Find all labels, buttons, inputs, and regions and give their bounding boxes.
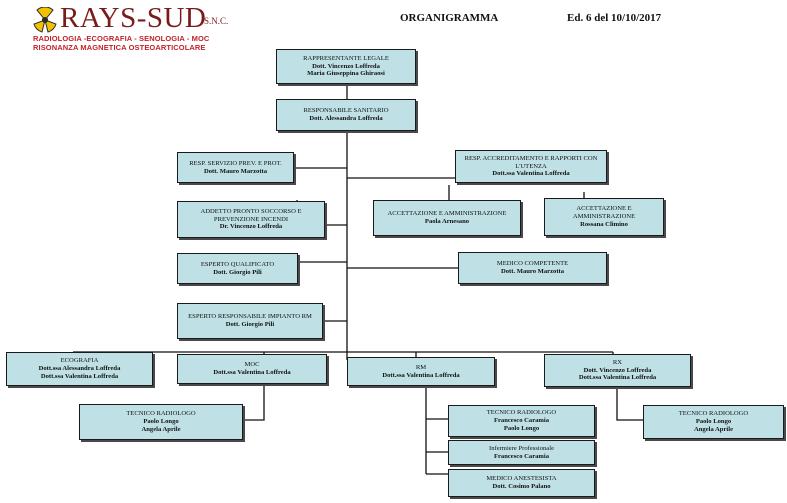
node-title: MEDICO COMPETENTE <box>496 260 569 268</box>
node-esperto-qualificato: ESPERTO QUALIFICATO Dott. Giorgio Pili <box>177 253 298 284</box>
node-person: Dott. Giorgio Pili <box>225 321 275 328</box>
node-title: Infermiere Professionale <box>489 444 554 452</box>
node-title: MEDICO ANESTESISTA <box>486 475 557 483</box>
node-resp-prevenzione: RESP. SERVIZIO PREV. E PROT. Dott. Mauro… <box>177 152 294 183</box>
node-person: Dott.ssa Valentina Loffreda <box>382 371 460 379</box>
node-person: Angela Aprile <box>141 425 181 433</box>
node-addetto-soccorso: ADDETTO PRONTO SOCCORSO E PREVENZIONE IN… <box>177 201 325 238</box>
node-person: Rossana Climino <box>580 220 628 228</box>
radiation-logo-icon <box>32 7 58 33</box>
node-person: Dr. Vincenzo Loffreda <box>219 223 283 231</box>
node-title: ACCETTAZIONE E AMMINISTRAZIONE <box>572 205 636 221</box>
node-title: ESPERTO RESPONSABILE IMPIANTO RM <box>188 313 312 321</box>
node-person: Francesco Caramia <box>493 452 550 460</box>
node-title: RESP. SERVIZIO PREV. E PROT. <box>189 159 282 167</box>
node-accettazione-2: ACCETTAZIONE E AMMINISTRAZIONE Rossana C… <box>544 198 664 236</box>
node-person: Dott.ssa Valentina Loffreda <box>213 369 291 376</box>
node-person: Dott.ssa Valentina Loffreda <box>492 170 570 178</box>
node-title: RX <box>612 358 623 366</box>
node-tecnico-moc: TECNICO RADIOLOGO Paolo Longo Angela Apr… <box>79 404 243 440</box>
tagline-1: RADIOLOGIA -ECOGRAFIA - SENOLOGIA - MOC <box>33 34 210 43</box>
node-person: Angela Aprile <box>693 425 733 433</box>
node-ecografia: ECOGRAFIA Dott.ssa Alessandra Loffreda D… <box>6 352 153 386</box>
node-moc: MOC Dott.ssa Valentina Loffreda <box>177 354 327 384</box>
node-responsabile-sanitario: RESPONSABILE SANITARIO Dott. Alessandra … <box>276 99 416 131</box>
node-rappresentante-legale: RAPPRESENTANTE LEGALE Dott. Vincenzo Lof… <box>276 49 416 84</box>
node-title: RAPPRESENTANTE LEGALE <box>303 54 389 62</box>
node-title: RESPONSABILE SANITARIO <box>303 107 389 115</box>
node-person: Dott. Vincenzo Loffreda <box>583 366 652 374</box>
node-title: ACCETTAZIONE E AMMINISTRAZIONE <box>387 210 507 218</box>
node-esperto-impianto-rm: ESPERTO RESPONSABILE IMPIANTO RM Dott. G… <box>177 303 323 339</box>
node-person: Dott. Vincenzo Loffreda <box>312 62 380 70</box>
node-person: Paolo Longo <box>695 418 732 426</box>
node-title: RM <box>415 363 427 371</box>
node-person: Dott. Mauro Marzotta <box>203 167 268 175</box>
node-person: Dott. Cosimo Palano <box>492 483 551 490</box>
node-person: Francesco Caramia <box>493 417 550 425</box>
node-person: Paolo Longo <box>143 418 179 426</box>
node-person: Paola Arnesano <box>424 218 470 225</box>
node-medico-anestesista: MEDICO ANESTESISTA Dott. Cosimo Palano <box>448 469 595 497</box>
document-edition: Ed. 6 del 10/10/2017 <box>567 12 662 24</box>
node-person: Dott.ssa Valentina Loffreda <box>40 372 119 380</box>
node-person: Dott. Mauro Marzotta <box>500 268 565 275</box>
node-infermiere: Infermiere Professionale Francesco Caram… <box>448 440 595 465</box>
node-title: ESPERTO QUALIFICATO <box>200 260 275 268</box>
node-rm: RM Dott.ssa Valentina Loffreda <box>347 357 495 386</box>
node-title: TECNICO RADIOLOGO <box>678 410 749 418</box>
node-person: Dott. Giorgio Pili <box>213 268 262 276</box>
node-tecnico-rm: TECNICO RADIOLOGO Francesco Caramia Paol… <box>448 405 595 437</box>
node-title: MOC <box>244 361 260 369</box>
node-resp-accreditamento: RESP. ACCREDITAMENTO E RAPPORTI CON L'UT… <box>455 150 607 183</box>
node-accettazione-1: ACCETTAZIONE E AMMINISTRAZIONE Paola Arn… <box>373 200 521 236</box>
node-rx: RX Dott. Vincenzo Loffreda Dott.ssa Vale… <box>544 354 691 387</box>
connector-tec-moc <box>243 384 265 421</box>
node-title: ADDETTO PRONTO SOCCORSO E PREVENZIONE IN… <box>200 207 302 223</box>
connector-rx <box>616 384 643 421</box>
connector-branches <box>72 351 614 360</box>
node-title: TECNICO RADIOLOGO <box>486 409 557 417</box>
node-title: ECOGRAFIA <box>60 357 99 365</box>
document-title: ORGANIGRAMMA <box>400 12 499 24</box>
connector-esperto <box>298 261 458 269</box>
brand-suffix: S.N.C. <box>204 16 229 26</box>
connector-rm <box>425 382 448 475</box>
node-person: Dott.ssa Valentina Loffreda <box>578 374 657 382</box>
node-person: Dott.ssa Alessandra Loffreda <box>38 365 121 373</box>
brand-name: RAYS-SUD <box>60 2 207 34</box>
node-person: Maria Giuseppina Ghiraosi <box>307 70 385 78</box>
node-title: TECNICO RADIOLOGO <box>126 410 196 418</box>
tagline-2: RISONANZA MAGNETICA OSTEOARTICOLARE <box>33 43 206 52</box>
node-tecnico-rx: TECNICO RADIOLOGO Paolo Longo Angela Apr… <box>643 405 784 439</box>
node-title: RESP. ACCREDITAMENTO E RAPPORTI CON L'UT… <box>464 154 598 170</box>
node-person: Dott. Alessandra Loffreda <box>309 115 383 122</box>
node-person: Paolo Longo <box>503 424 540 432</box>
node-medico-competente: MEDICO COMPETENTE Dott. Mauro Marzotta <box>458 252 607 284</box>
